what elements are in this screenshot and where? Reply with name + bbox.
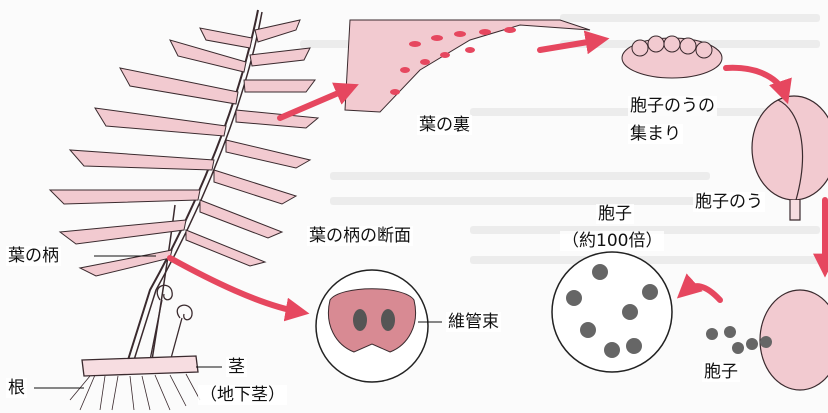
- leaf-underside-closeup: [345, 20, 590, 112]
- label-sporangia-cluster-line1: 胞子のうの: [628, 96, 717, 116]
- label-petiole-cross-section: 葉の柄の断面: [307, 226, 413, 246]
- label-released-spores: 胞子: [702, 362, 740, 382]
- fern-plant: [50, 10, 318, 376]
- label-spores-magnification: （約100倍）: [560, 231, 664, 251]
- label-underground-stem: （地下茎）: [198, 385, 287, 405]
- label-spores: 胞子: [596, 204, 634, 224]
- label-root: 根: [6, 378, 27, 398]
- sporangia-cluster: [622, 36, 722, 78]
- label-sporangia-cluster-line2: 集まり: [628, 124, 683, 144]
- roots: [70, 374, 200, 410]
- label-petiole: 葉の柄: [6, 246, 61, 266]
- label-sporangium: 胞子のう: [693, 192, 765, 212]
- label-stem: 茎: [226, 357, 247, 377]
- label-vascular-bundle: 維管束: [446, 312, 501, 332]
- spores-magnified: [552, 252, 672, 372]
- petiole-cross-section: [316, 270, 428, 382]
- label-leaf-underside: 葉の裏: [417, 115, 472, 135]
